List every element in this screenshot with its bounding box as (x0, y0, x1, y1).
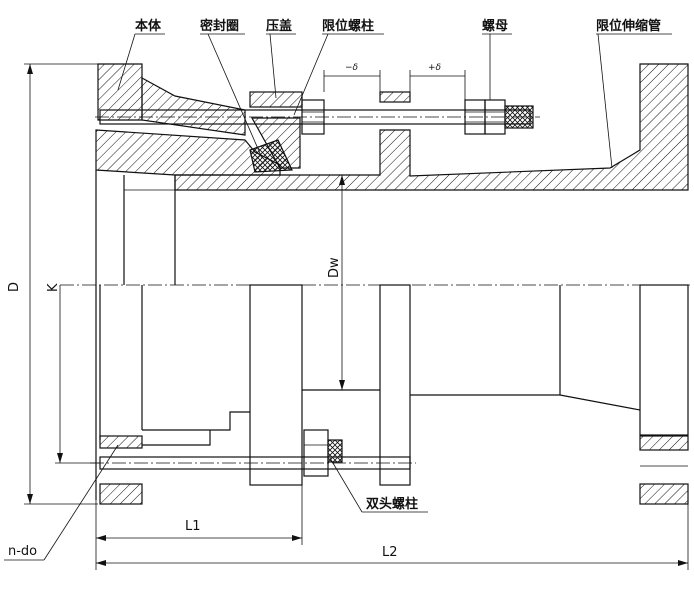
part-labels: 本体 密封圈 压盖 限位螺柱 螺母 限位伸缩管 双头螺柱 (117, 18, 672, 513)
label-gland: 压盖 (266, 18, 292, 34)
delta-dimensions: −δ +δ (323, 63, 466, 100)
dim-n-do: n-do (8, 544, 37, 559)
outline-view (60, 170, 690, 505)
label-limit-stud: 限位螺柱 (322, 18, 374, 34)
label-nut: 螺母 (482, 18, 508, 34)
label-limit-tube: 限位伸缩管 (596, 18, 661, 34)
dim-Dw: Dw (327, 257, 342, 278)
minus-delta-label: −δ (345, 63, 359, 73)
dim-D: D (7, 282, 22, 292)
limit-stud (95, 99, 540, 135)
dim-L1: L1 (185, 519, 201, 534)
label-double-stud: 双头螺柱 (366, 496, 418, 512)
label-seal-ring: 密封圈 (199, 18, 239, 34)
dim-K: K (46, 283, 61, 292)
plus-delta-label: +δ (428, 63, 442, 73)
dim-L2: L2 (382, 545, 398, 560)
body-section (95, 63, 281, 176)
label-body: 本体 (135, 18, 162, 34)
dimension-lines: D K Dw L1 L2 n-do (4, 63, 689, 570)
